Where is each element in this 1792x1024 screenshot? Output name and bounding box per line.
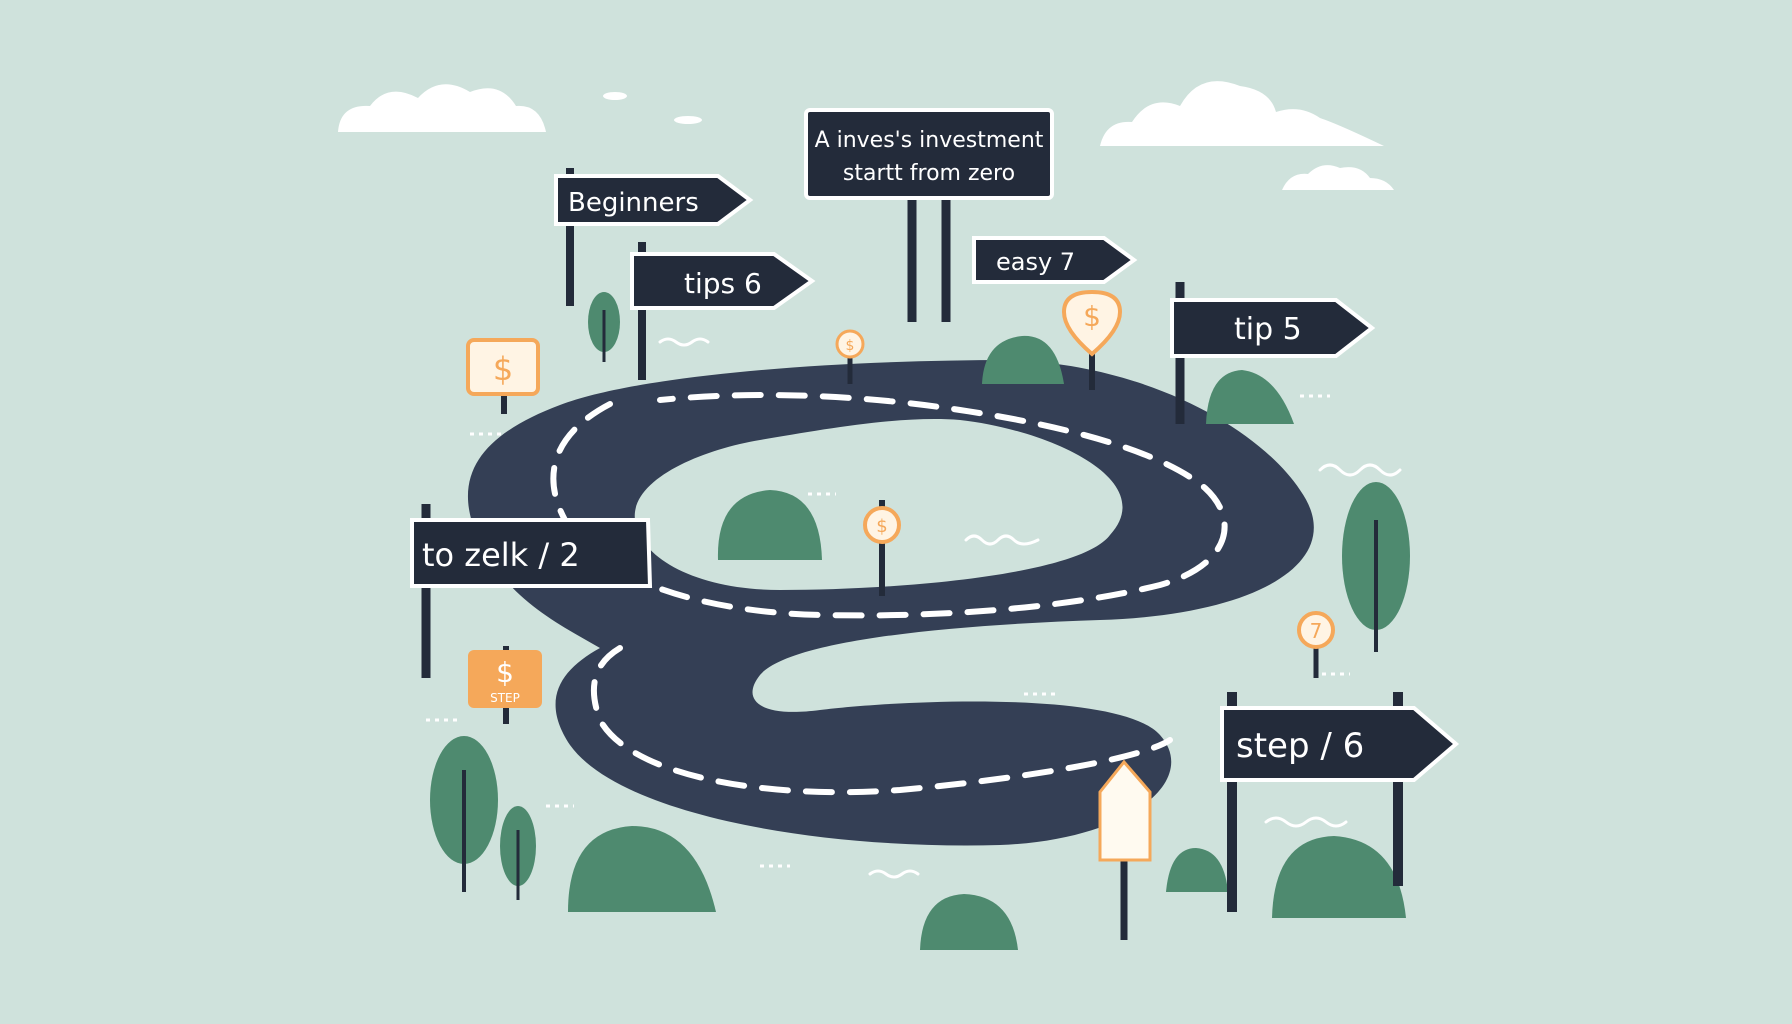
cloud-icon bbox=[1282, 165, 1394, 190]
bush-icon bbox=[717, 490, 822, 560]
sign-step-6: step / 6 bbox=[1220, 692, 1460, 912]
bush-icon bbox=[920, 894, 1018, 950]
bush-icon bbox=[1206, 370, 1294, 424]
sign-tips-6: tips 6 bbox=[630, 242, 816, 380]
sign-to-zelk-2: to zelk / 2 bbox=[410, 504, 653, 678]
svg-text:tips 6: tips 6 bbox=[684, 267, 762, 300]
tree-icon bbox=[430, 736, 498, 892]
svg-text:$: $ bbox=[876, 516, 887, 537]
bush-icon bbox=[982, 335, 1064, 384]
svg-text:$: $ bbox=[1083, 300, 1101, 333]
dollar-coin-icon: $ bbox=[863, 500, 901, 596]
svg-text:7: 7 bbox=[1310, 619, 1323, 643]
tree-icon bbox=[588, 292, 620, 362]
grass-strokes bbox=[658, 337, 1402, 879]
dollar-coin-icon: $ bbox=[835, 329, 865, 384]
svg-text:tip 5: tip 5 bbox=[1234, 312, 1302, 347]
tree-icon bbox=[500, 806, 536, 900]
winding-road bbox=[467, 360, 1314, 846]
dollar-coin-icon: $ bbox=[1061, 289, 1123, 390]
cloud-icon bbox=[338, 84, 702, 132]
svg-text:easy 7: easy 7 bbox=[996, 248, 1075, 276]
step-coin-sign: $ STEP bbox=[468, 646, 542, 724]
sign-beginners: Beginners bbox=[554, 168, 754, 306]
svg-text:to zelk / 2: to zelk / 2 bbox=[422, 536, 580, 574]
cloud-icon bbox=[1100, 81, 1384, 146]
number-coin-icon: 7 bbox=[1297, 611, 1335, 678]
svg-text:$: $ bbox=[493, 350, 513, 388]
svg-text:$: $ bbox=[846, 338, 855, 354]
title-line-2: startt from zero bbox=[843, 161, 1015, 186]
sign-tip-5: tip 5 bbox=[1170, 282, 1376, 424]
bush-icon bbox=[568, 826, 716, 912]
title-board: A inves's investment startt from zero bbox=[804, 108, 1054, 322]
arrow-road-marker bbox=[1098, 759, 1152, 940]
bush-icon bbox=[1272, 836, 1406, 918]
sign-easy-7: easy 7 bbox=[972, 236, 1138, 284]
svg-text:$: $ bbox=[496, 656, 514, 689]
bush-icon bbox=[1166, 848, 1228, 892]
tree-icon bbox=[1342, 482, 1410, 652]
title-line-1: A inves's investment bbox=[815, 128, 1044, 153]
dollar-coin-icon: $ bbox=[466, 338, 540, 414]
svg-text:STEP: STEP bbox=[490, 691, 520, 705]
svg-text:Beginners: Beginners bbox=[568, 188, 699, 218]
svg-text:step / 6: step / 6 bbox=[1236, 726, 1364, 766]
